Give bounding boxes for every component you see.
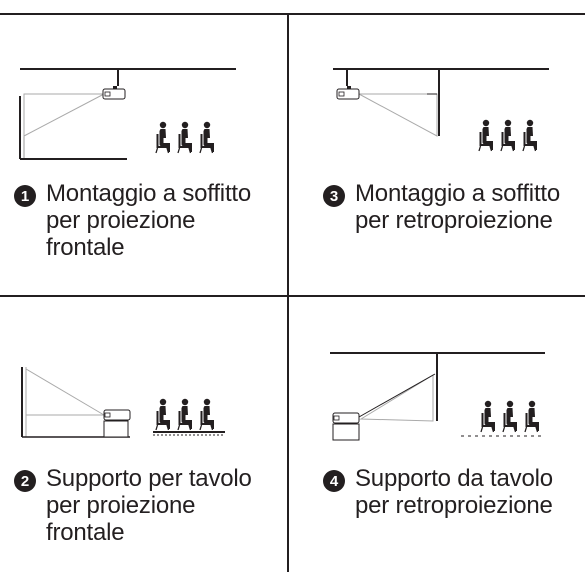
step-number-badge: 4 [323, 470, 345, 492]
panel-ceiling-front: 1 Montaggio a soffitto per proiezione fr… [0, 14, 292, 298]
panel-ceiling-rear: 3 Montaggio a soffitto per retroproiezio… [293, 14, 585, 298]
ceiling-rear-illustration [333, 68, 549, 174]
table-rear-illustration [330, 352, 545, 441]
panel-table-rear: 4 Supporto da tavolo per retroproiezione [293, 297, 585, 581]
caption-1: 1 Montaggio a soffitto per proiezione fr… [14, 180, 251, 261]
caption-line: Montaggio a soffitto [355, 180, 561, 207]
panel-table-front: 2 Supporto per tavolo per proiezione fro… [0, 297, 292, 581]
caption-line: per proiezione [46, 207, 196, 234]
caption-4: 4 Supporto da tavolo per retroproiezione [323, 465, 553, 519]
caption-line: Supporto per tavolo [46, 465, 252, 492]
caption-line: Supporto da tavolo [355, 465, 553, 492]
caption-line: per retroproiezione [355, 207, 553, 234]
caption-2: 2 Supporto per tavolo per proiezione fro… [14, 465, 252, 546]
caption-line: per proiezione [46, 492, 196, 519]
caption-line: frontale [46, 519, 125, 546]
ceiling-front-illustration [19, 68, 236, 160]
horizontal-divider [0, 295, 585, 297]
caption-line: Montaggio a soffitto [46, 180, 252, 207]
step-number-badge: 1 [14, 185, 36, 207]
step-number-badge: 3 [323, 185, 345, 207]
top-border [0, 13, 585, 15]
caption-line: per retroproiezione [355, 492, 553, 519]
caption-line: frontale [46, 234, 125, 261]
vertical-divider [287, 13, 289, 572]
table-front-illustration [21, 367, 225, 438]
caption-3: 3 Montaggio a soffitto per retroproiezio… [323, 180, 560, 234]
step-number-badge: 2 [14, 470, 36, 492]
